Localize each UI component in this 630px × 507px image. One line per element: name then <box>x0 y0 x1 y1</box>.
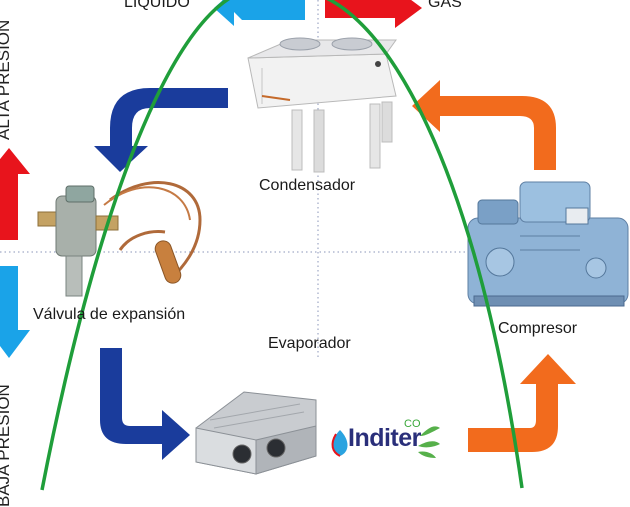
expansion-valve <box>37 181 202 297</box>
high-pressure-arrow <box>0 148 30 240</box>
saturation-curve <box>40 0 524 491</box>
inditer-logo-icon <box>331 426 440 458</box>
compressor-to-condenser-arrow <box>412 80 556 170</box>
condenser-unit <box>247 37 397 173</box>
condenser-to-valve-arrow <box>94 88 228 172</box>
inditer-logo-suffix: CO <box>404 418 421 430</box>
evaporator-unit <box>195 391 317 475</box>
expansion-valve-label: Válvula de expansión <box>33 306 186 323</box>
compressor <box>467 181 629 307</box>
gas-arrow <box>325 0 422 28</box>
low-pressure-arrow <box>0 266 30 358</box>
liquid-label: LÍQUIDO <box>124 0 190 11</box>
condenser-label: Condensador <box>259 177 356 194</box>
compressor-label: Compresor <box>498 320 578 337</box>
valve-to-evaporator-arrow <box>100 348 190 460</box>
evaporator-label: Evaporador <box>268 335 351 352</box>
evaporator-to-compressor-arrow <box>468 354 576 452</box>
liquid-arrow <box>222 0 305 20</box>
high-pressure-label: ALTA PRESIÓN <box>0 19 13 140</box>
low-pressure-label: BAJA PRESIÓN <box>0 384 13 507</box>
inditer-logo-text: Inditer <box>348 424 421 452</box>
inditer-logo: Inditer <box>322 424 421 453</box>
gas-label: GAS <box>428 0 462 11</box>
